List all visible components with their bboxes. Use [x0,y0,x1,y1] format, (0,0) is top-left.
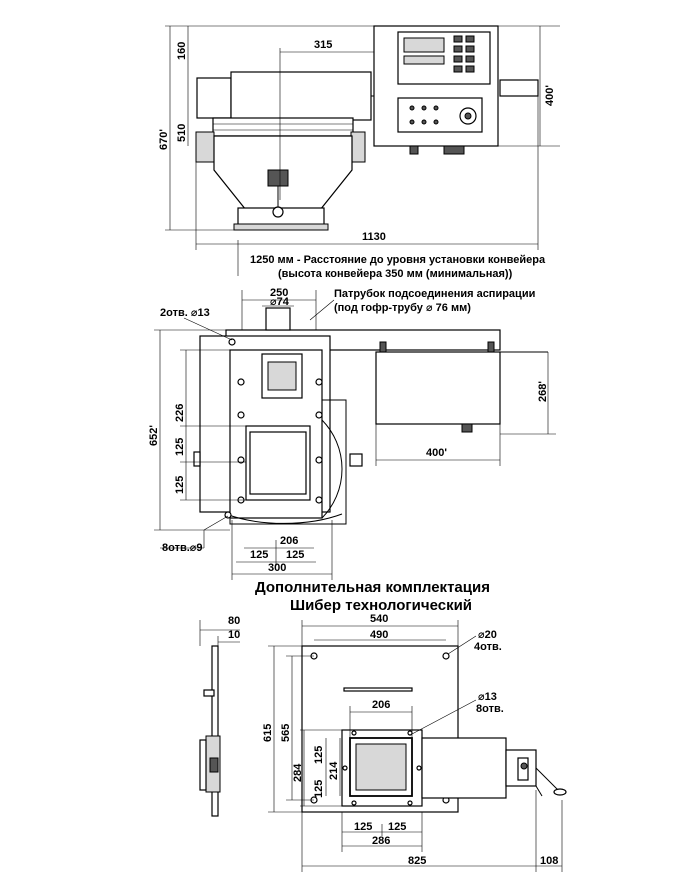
aspiration-pipe [265,307,291,331]
dim-125-plan-d: 125 [286,549,304,561]
dim-diameter-13: ⌀13 [478,691,497,703]
dim-540: 540 [370,613,388,625]
dim-250: 250 [270,287,288,299]
dim-125-plan-c: 125 [250,549,268,561]
dim-670: 670' [158,129,170,150]
gate-front-view [268,620,567,872]
keypad [453,35,475,73]
dim-125-plan-b: 125 [174,476,186,494]
dim-214: 214 [328,761,340,780]
front-elevation-view [165,25,560,276]
dim-diameter-20: ⌀20 [478,629,497,641]
dim-510: 510 [176,124,188,142]
extra-title-line1: Дополнительная комплектация [255,579,490,596]
extra-title-line2: Шибер технологический [290,597,472,614]
belt-rollers [213,123,353,131]
dim-125-gate-d: 125 [388,821,406,833]
dim-125-gate-c: 125 [354,821,372,833]
dim-490: 490 [370,629,388,641]
dim-125-gate-b: 125 [313,780,325,798]
dim-268: 268' [537,381,549,402]
dim-615: 615 [262,724,274,742]
dim-1130: 1130 [362,231,386,243]
dim-284: 284 [292,763,304,782]
dim-286: 286 [372,835,390,847]
dim-300: 300 [268,562,286,574]
dim-holes-2: 2отв. ⌀13 [160,307,210,319]
dim-160: 160 [176,42,188,60]
dim-10: 10 [228,629,240,641]
dim-holes-8-gate: 8отв. [476,703,504,715]
aspiration-note-line2: (под гофр-трубу ⌀ 76 мм) [334,302,471,314]
dim-holes-8-plan: 8отв.⌀9 [162,542,203,554]
mounting-holes-plan [224,338,323,519]
dim-400-plan: 400' [426,447,447,459]
dim-diameter-74: ⌀74 [270,296,290,308]
dim-80: 80 [228,615,240,627]
conveyor-height-note-line2: (высота конвейера 350 мм (минимальная)) [278,268,513,280]
indicator-lamps [409,105,439,125]
dim-565: 565 [280,724,292,742]
dim-108: 108 [540,855,558,867]
dim-125-plan-a: 125 [174,438,186,456]
dim-825: 825 [408,855,426,867]
dim-206-plan: 206 [280,535,298,547]
control-cabinet-plan [375,351,501,425]
dim-206-gate: 206 [372,699,390,711]
plan-view [154,290,556,580]
dim-652: 652' [148,425,160,446]
aspiration-note-line1: Патрубок подсоединения аспирации [334,288,535,300]
gate-side-view [199,620,240,817]
conveyor-height-note-line1: 1250 мм - Расстояние до уровня установки… [250,254,546,266]
dim-400-top: 400' [544,85,556,106]
dim-125-gate-a: 125 [313,746,325,764]
dim-holes-4: 4отв. [474,641,502,653]
dim-315: 315 [314,39,332,51]
dim-226: 226 [174,404,186,422]
